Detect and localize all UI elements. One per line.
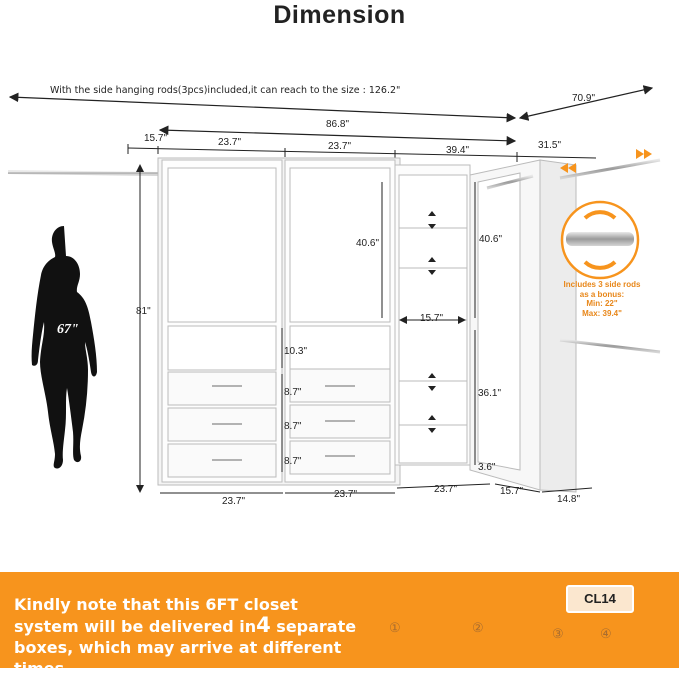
bonus-line-3: Min: 22" [586, 299, 618, 308]
hanging-rods [170, 158, 661, 354]
dim-70-9: 70.9" [572, 93, 596, 104]
left-side-rod [7, 170, 161, 176]
box-4-number: ④ [600, 626, 612, 641]
shelf-adjust-icons [428, 211, 436, 433]
delivery-banner [0, 572, 679, 668]
dim-3-6: 3.6" [478, 462, 496, 473]
dim-23-7-b: 23.7" [328, 141, 352, 152]
bonus-line-1: Includes 3 side rods [563, 280, 641, 289]
box-1-number: ① [389, 620, 401, 635]
dim-line-126 [8, 92, 517, 123]
dim-36-1: 36.1" [478, 388, 502, 399]
dim-39-4: 39.4" [446, 145, 470, 156]
box-2-number: ② [472, 620, 484, 635]
dim-40-6-right: 40.6" [479, 234, 503, 245]
page-title: Dimension [273, 1, 406, 29]
box-3-number: ③ [552, 626, 564, 641]
dim-8-7-a: 8.7" [284, 387, 302, 398]
extend-arrows-icon [560, 149, 652, 173]
delivery-note-pre: Kindly note that this 6FT closet system … [14, 595, 298, 636]
delivery-note-count: 4 [256, 613, 271, 637]
dim-23-7-a: 23.7" [218, 137, 242, 148]
dim-31-5: 31.5" [538, 140, 562, 151]
dim-23-7-bot-a: 23.7" [222, 496, 246, 507]
person-silhouette [31, 226, 98, 469]
dim-15-7-top: 15.7" [144, 133, 168, 144]
dim-10-3: 10.3" [284, 346, 308, 357]
dim-40-6-left: 40.6" [356, 238, 380, 249]
dim-15-7-bot: 15.7" [500, 486, 524, 497]
dim-8-7-b: 8.7" [284, 421, 302, 432]
delivery-note-post: separate boxes, which may arrive at diff… [14, 617, 357, 678]
dim-line-86-8 [158, 125, 517, 146]
product-code-label: CL14 [566, 585, 634, 613]
dim-15-7-mid: 15.7" [420, 313, 444, 324]
rod-bonus-icon [560, 200, 640, 280]
dim-86-8: 86.8" [326, 119, 350, 130]
delivery-note: Kindly note that this 6FT closet system … [14, 594, 364, 679]
bonus-rods-text: Includes 3 side rods as a bonus: Min: 22… [548, 280, 656, 318]
dim-23-7-bot-b: 23.7" [334, 489, 358, 500]
dim-line-row [127, 147, 597, 159]
dim-23-7-bot-c: 23.7" [434, 484, 458, 495]
person-height-label: 67" [57, 322, 79, 337]
side-rods-note: With the side hanging rods(3pcs)included… [50, 85, 401, 96]
bonus-line-4: Max: 39.4" [582, 308, 622, 318]
bonus-line-2: as a bonus: [579, 289, 625, 299]
drawer-handles [212, 385, 355, 461]
closet-unit [157, 157, 577, 493]
dim-line-70-9 [518, 85, 654, 121]
dim-14-8: 14.8" [557, 494, 581, 505]
dim-81: 81" [136, 306, 151, 317]
dim-8-7-c: 8.7" [284, 456, 302, 467]
